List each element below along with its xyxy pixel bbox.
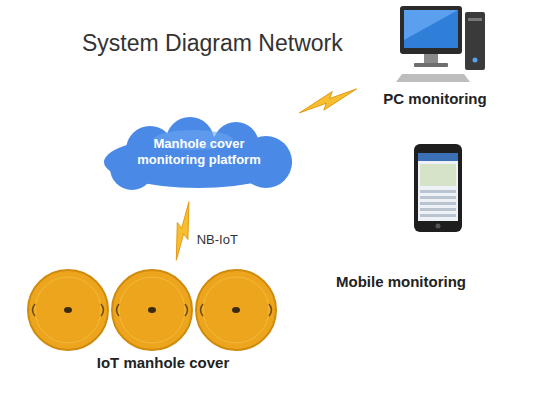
lightning-connector: [299, 89, 356, 113]
diagram-title: System Diagram Network: [82, 30, 343, 57]
manhole-cover-group: IoT manhole cover: [26, 268, 300, 376]
node-label: Manhole cover monitoring platform: [124, 136, 274, 169]
node-label: IoT manhole cover: [26, 354, 300, 373]
pc-monitor-node: PC monitoring: [364, 0, 506, 112]
mobile-monitor-node: Mobile monitoring: [314, 140, 488, 295]
node-illustration: [314, 140, 480, 295]
connector-label: NB-IoT: [195, 232, 240, 247]
node-label: Mobile monitoring: [314, 273, 488, 292]
cloud-platform: Manhole cover monitoring platform: [98, 116, 300, 194]
node-label: PC monitoring: [364, 90, 506, 109]
lightning-connector: [176, 202, 189, 260]
